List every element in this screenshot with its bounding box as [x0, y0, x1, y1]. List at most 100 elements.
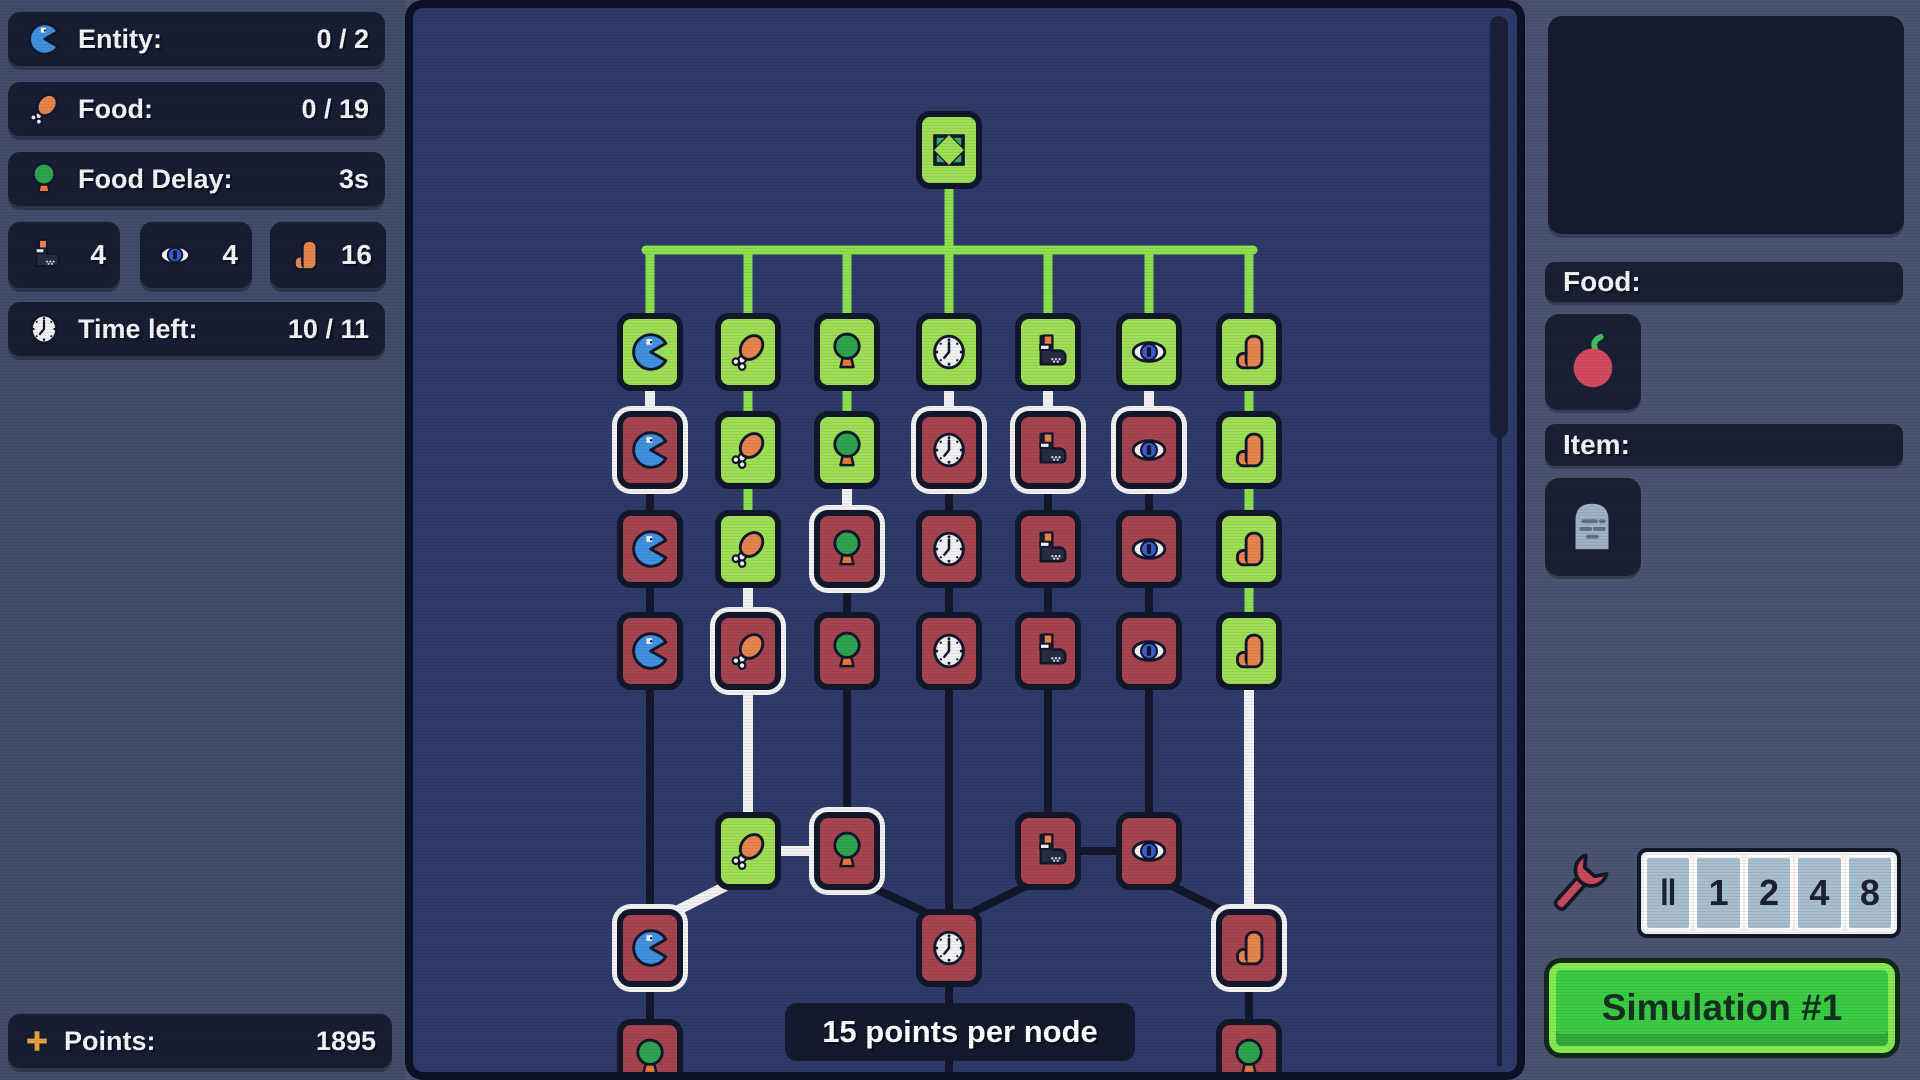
tree-node-tree[interactable] [814, 313, 880, 391]
eye-icon [1126, 628, 1172, 674]
tree-node-stomach[interactable] [1216, 411, 1282, 489]
stomach-icon [1226, 329, 1272, 375]
time-left-value: 10 / 11 [287, 313, 369, 344]
clock-icon [926, 526, 972, 572]
tree-node-clock[interactable] [916, 510, 982, 588]
tree-node-eye[interactable] [1116, 612, 1182, 690]
tree-node-tree[interactable] [814, 411, 880, 489]
tree-node-boot[interactable] [1015, 812, 1081, 890]
food-section-label: Food: [1545, 262, 1903, 302]
tree-node-clock[interactable] [916, 411, 982, 489]
tree-node-boot[interactable] [1015, 612, 1081, 690]
stat-label: Food Delay: [78, 163, 233, 194]
tree-node-pacman[interactable] [617, 909, 683, 987]
tree-node-boot[interactable] [1015, 313, 1081, 391]
item-slot[interactable] [1545, 478, 1641, 576]
apple-icon [1562, 331, 1624, 393]
tree-node-clock[interactable] [916, 612, 982, 690]
tree-node-pacman[interactable] [617, 510, 683, 588]
tree-node-expand[interactable] [916, 111, 982, 189]
stomach-icon [1226, 427, 1272, 473]
stomach-icon [1226, 628, 1272, 674]
points-label: Points: [64, 1025, 156, 1056]
drumstick-icon [725, 828, 771, 874]
tree-node-drumstick[interactable] [715, 812, 781, 890]
boot-icon [1025, 628, 1071, 674]
eye-icon [154, 234, 196, 276]
tree-panel: 15 points per node [405, 0, 1525, 1080]
tree-node-tree[interactable] [1216, 1019, 1282, 1072]
badge-value: 16 [340, 239, 372, 270]
tree-node-stomach[interactable] [1216, 909, 1282, 987]
badge-boot: 4 [8, 222, 120, 288]
tree-node-drumstick[interactable] [715, 510, 781, 588]
stat-value: 0 / 2 [316, 23, 369, 54]
boot-icon [1025, 526, 1071, 572]
drumstick-icon [725, 329, 771, 375]
speed-1-button[interactable]: 1 [1694, 855, 1743, 931]
stomach-icon [1226, 925, 1272, 971]
eye-icon [1126, 828, 1172, 874]
stat-bar-fooddelay: Food Delay: 3s [8, 152, 385, 206]
points-bar: Points: 1895 [8, 1014, 392, 1068]
drumstick-icon [725, 526, 771, 572]
simulation-button-label: Simulation #1 [1601, 987, 1843, 1028]
tree-node-clock[interactable] [916, 313, 982, 391]
time-left-label: Time left: [78, 313, 198, 344]
tree-node-pacman[interactable] [617, 612, 683, 690]
scrollbar-track[interactable] [1497, 436, 1502, 1066]
stat-value: 0 / 19 [301, 93, 369, 124]
tree-node-pacman[interactable] [617, 411, 683, 489]
item-label-text: Item: [1563, 429, 1630, 460]
food-slot[interactable] [1545, 314, 1641, 410]
eye-icon [1126, 427, 1172, 473]
drumstick-icon [725, 427, 771, 473]
pacman-icon [627, 526, 673, 572]
tree-node-boot[interactable] [1015, 411, 1081, 489]
tree-node-tree[interactable] [814, 812, 880, 890]
tree-node-stomach[interactable] [1216, 612, 1282, 690]
tree-node-tree[interactable] [617, 1019, 683, 1072]
tree-node-boot[interactable] [1015, 510, 1081, 588]
tree-node-tree[interactable] [814, 510, 880, 588]
pause-button[interactable]: ‖ [1644, 855, 1693, 931]
badge-eye: 4 [140, 222, 252, 288]
scrollbar-thumb[interactable] [1490, 16, 1508, 438]
tree-viewport: 15 points per node [413, 8, 1517, 1072]
tree-node-eye[interactable] [1116, 313, 1182, 391]
tree-node-drumstick[interactable] [715, 612, 781, 690]
points-value: 1895 [315, 1025, 376, 1056]
badge-stomach: 16 [270, 222, 386, 288]
tree-node-tree[interactable] [814, 612, 880, 690]
simulation-button[interactable]: Simulation #1 [1549, 963, 1895, 1053]
stat-bar-food: Food: 0 / 19 [8, 82, 385, 136]
tree-icon [824, 628, 870, 674]
tree-icon [24, 159, 64, 199]
tree-node-clock[interactable] [916, 909, 982, 987]
speed-8-button[interactable]: 8 [1845, 855, 1895, 931]
preview-box [1548, 16, 1904, 234]
speed-4-button[interactable]: 4 [1795, 855, 1844, 931]
tree-node-stomach[interactable] [1216, 313, 1282, 391]
stat-bar-entity: Entity: 0 / 2 [8, 12, 385, 66]
tree-node-pacman[interactable] [617, 313, 683, 391]
tree-node-eye[interactable] [1116, 411, 1182, 489]
tree-node-stomach[interactable] [1216, 510, 1282, 588]
tree-node-drumstick[interactable] [715, 313, 781, 391]
speed-2-button[interactable]: 2 [1744, 855, 1794, 931]
clock-icon [926, 329, 972, 375]
clock-icon [24, 309, 64, 349]
badge-value: 4 [90, 239, 106, 270]
item-section-label: Item: [1545, 424, 1903, 466]
tree-node-eye[interactable] [1116, 510, 1182, 588]
tree-icon [824, 828, 870, 874]
tree-icon [627, 1035, 673, 1072]
tree-node-eye[interactable] [1116, 812, 1182, 890]
pacman-icon [627, 628, 673, 674]
tree-node-drumstick[interactable] [715, 411, 781, 489]
boot-icon [1025, 329, 1071, 375]
tree-icon [824, 427, 870, 473]
clock-icon [926, 427, 972, 473]
stomach-icon [1226, 526, 1272, 572]
boot-icon [1025, 828, 1071, 874]
